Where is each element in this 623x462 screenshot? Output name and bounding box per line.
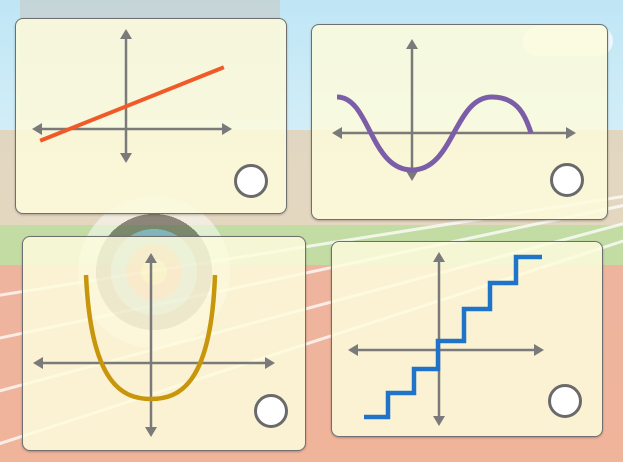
axis-arrow xyxy=(566,127,576,139)
answer-card-linear[interactable] xyxy=(15,18,287,214)
answer-card-step[interactable] xyxy=(331,241,603,437)
sine-wave-graph-icon xyxy=(332,39,576,181)
sine-curve xyxy=(336,94,534,173)
parabola-curve xyxy=(83,274,218,402)
answer-card-parabola[interactable] xyxy=(22,236,306,451)
axis-arrow xyxy=(32,123,42,135)
axis-arrow xyxy=(145,427,157,437)
axis-arrow xyxy=(406,39,418,49)
axis-arrow xyxy=(222,123,232,135)
axis-arrow xyxy=(406,171,418,181)
axis-arrow xyxy=(433,252,445,262)
step-curve xyxy=(364,254,542,420)
axis-arrow xyxy=(534,344,544,356)
axis-arrow xyxy=(433,416,445,426)
axis-arrow xyxy=(120,153,132,163)
linear-curve xyxy=(39,65,225,143)
radio-button-sine[interactable] xyxy=(550,163,584,197)
axis-arrow xyxy=(145,253,157,263)
radio-button-step[interactable] xyxy=(548,384,582,418)
axis-arrow xyxy=(332,127,342,139)
linear-graph-icon xyxy=(32,29,232,163)
radio-button-parabola[interactable] xyxy=(254,394,288,428)
radio-button-linear[interactable] xyxy=(234,164,268,198)
axis-arrow xyxy=(33,357,43,369)
answer-card-sine[interactable] xyxy=(311,24,608,220)
axis-arrow xyxy=(348,344,358,356)
parabola-graph-icon xyxy=(33,253,275,437)
axis-arrow xyxy=(120,29,132,39)
axis-arrow xyxy=(265,357,275,369)
step-function-graph-icon xyxy=(348,252,544,426)
